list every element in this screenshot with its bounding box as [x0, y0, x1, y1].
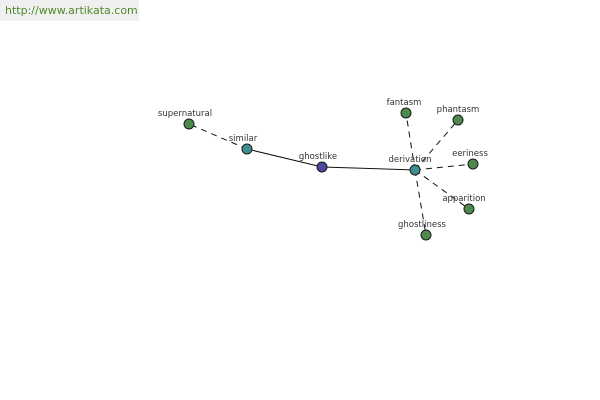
node-label-similar[interactable]: similar	[229, 134, 258, 144]
node-label-ghostlike[interactable]: ghostlike	[299, 152, 337, 162]
edge-ghostlike-similar	[246, 148, 323, 168]
site-url-link[interactable]: http://www.artikata.com	[0, 0, 139, 21]
labels-layer: ghostlike similar derivation supernatural fa…	[158, 98, 489, 230]
node-label-eeriness[interactable]: eeriness	[452, 149, 488, 159]
edge-derivation-eeriness	[414, 163, 474, 171]
site-url-text: http://www.artikata.com	[5, 4, 138, 17]
node-label-supernatural[interactable]: supernatural	[158, 109, 212, 119]
edges-layer	[188, 112, 474, 236]
node-label-derivation[interactable]: derivation	[388, 155, 431, 165]
node-label-phantasm[interactable]: phantasm	[437, 105, 480, 115]
node-apparition[interactable]	[463, 203, 475, 215]
node-fantasm[interactable]	[400, 107, 412, 119]
node-supernatural[interactable]	[183, 118, 195, 130]
node-phantasm[interactable]	[452, 114, 464, 126]
node-label-apparition[interactable]: apparition	[442, 194, 485, 204]
node-similar[interactable]	[241, 143, 253, 155]
node-label-fantasm[interactable]: fantasm	[387, 98, 422, 108]
edge-derivation-apparition	[414, 169, 470, 210]
node-ghostliness[interactable]	[420, 229, 432, 241]
node-eeriness[interactable]	[467, 158, 479, 170]
edge-ghostlike-derivation	[321, 166, 416, 171]
node-derivation[interactable]	[409, 164, 421, 176]
node-ghostlike[interactable]	[316, 161, 328, 173]
edge-derivation-fantasm	[405, 112, 416, 171]
nodes-layer	[183, 107, 479, 241]
node-label-ghostliness[interactable]: ghostliness	[398, 220, 447, 230]
